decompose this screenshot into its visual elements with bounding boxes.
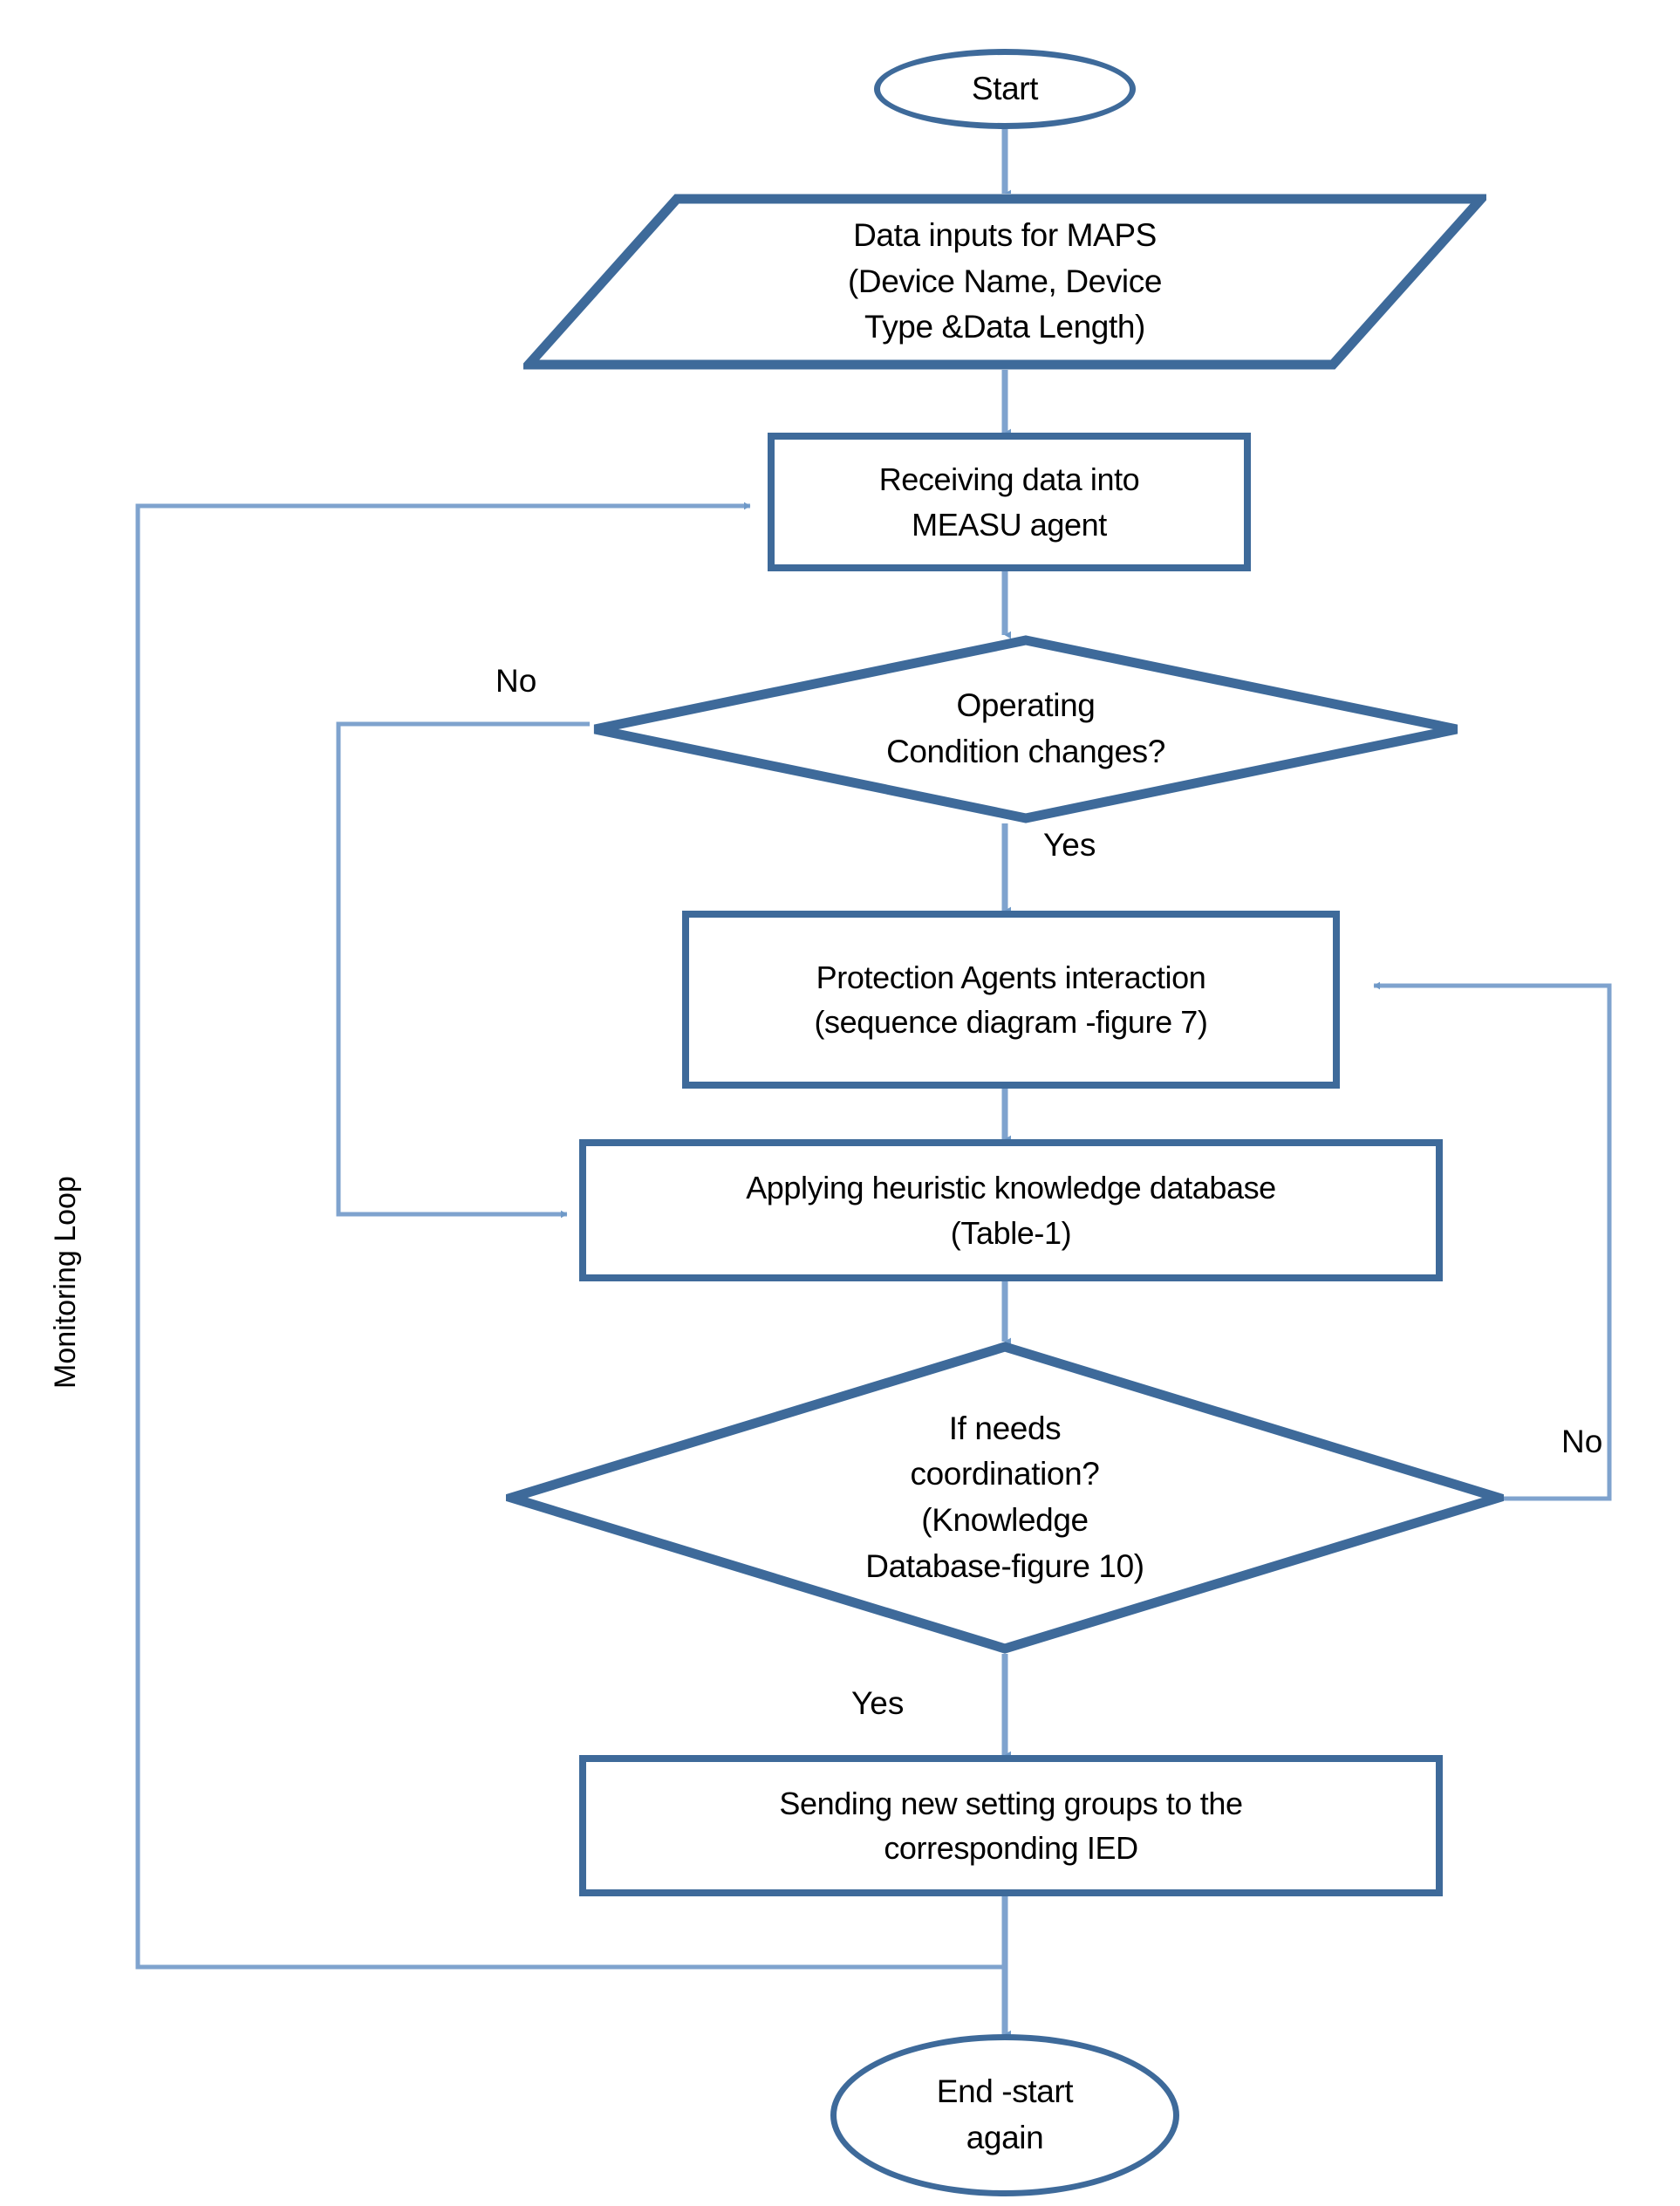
node-data-input-label: Data inputs for MAPS (Device Name, Devic… (847, 217, 1163, 345)
node-end-label: End -start again (936, 2073, 1074, 2155)
node-heuristic-database-label: Applying heuristic knowledge database (T… (746, 1170, 1276, 1251)
node-decision-operating-condition-label: Operating Condition changes? (886, 687, 1165, 769)
node-receiving-data[interactable]: Receiving data into MEASU agent (768, 433, 1251, 571)
node-sending-settings[interactable]: Sending new setting groups to the corres… (579, 1755, 1443, 1896)
edge-label-operating-yes: Yes (1043, 827, 1096, 863)
node-sending-settings-label: Sending new setting groups to the corres… (779, 1785, 1243, 1866)
node-decision-operating-condition[interactable]: Operating Condition changes? (590, 635, 1462, 823)
monitoring-loop-label: Monitoring Loop (49, 1176, 82, 1389)
diamond-outline (506, 1342, 1504, 1654)
edge-label-coordination-no: No (1561, 1424, 1603, 1459)
node-heuristic-database[interactable]: Applying heuristic knowledge database (T… (579, 1139, 1443, 1281)
node-protection-agents-label: Protection Agents interaction (sequence … (814, 959, 1208, 1040)
node-decision-coordination[interactable]: If needs coordination? (Knowledge Databa… (506, 1342, 1504, 1654)
diamond-outline (593, 635, 1458, 823)
node-decision-coordination-label: If needs coordination? (Knowledge Databa… (865, 1410, 1144, 1584)
node-protection-agents[interactable]: Protection Agents interaction (sequence … (682, 911, 1340, 1089)
edge-label-operating-no: No (495, 663, 537, 699)
node-end[interactable]: End -start again (830, 2034, 1179, 2196)
node-receiving-data-label: Receiving data into MEASU agent (878, 461, 1140, 543)
node-start[interactable]: Start (874, 49, 1136, 129)
parallelogram-outline (523, 194, 1486, 370)
node-start-label: Start (971, 70, 1039, 106)
edge-label-coordination-yes: Yes (851, 1685, 905, 1721)
node-data-input[interactable]: Data inputs for MAPS (Device Name, Devic… (523, 194, 1486, 370)
